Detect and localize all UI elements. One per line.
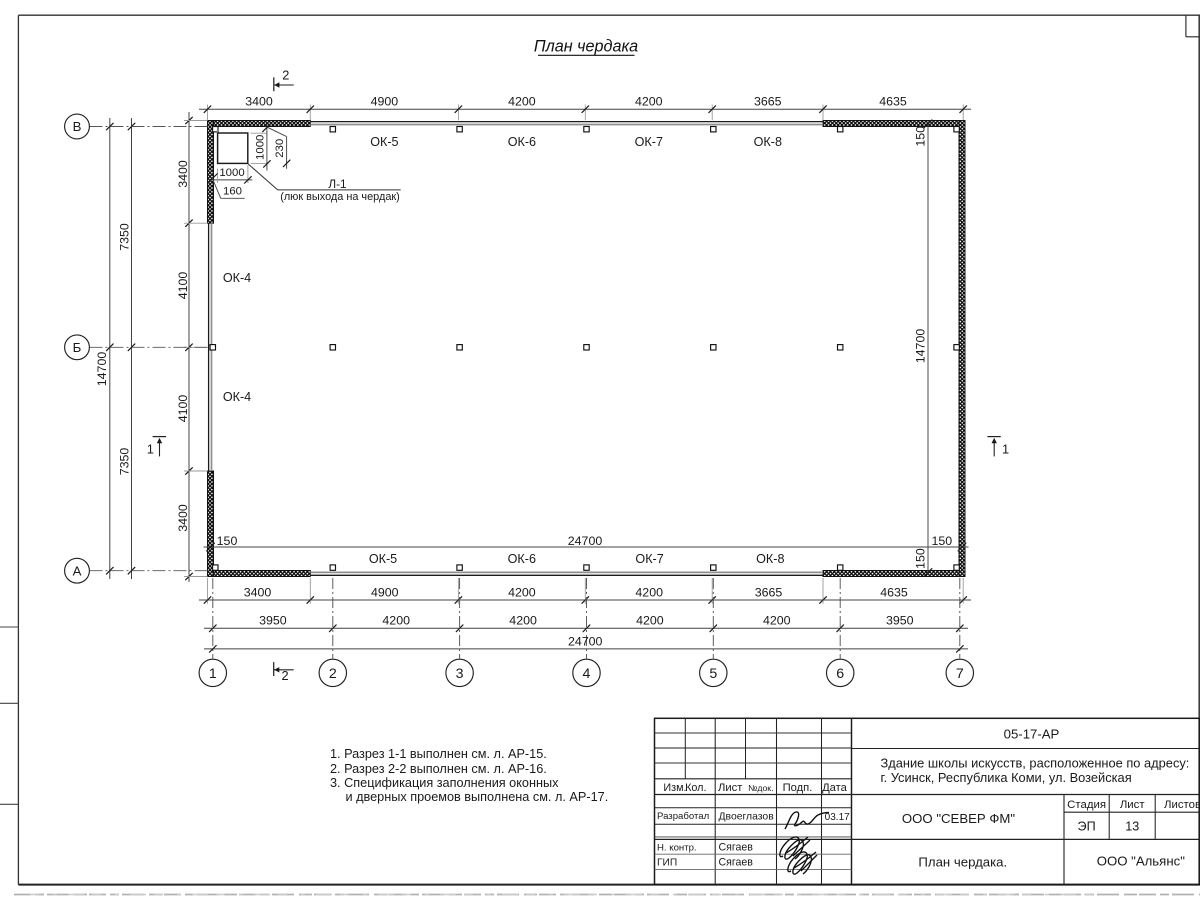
svg-text:1000: 1000 [254,135,266,160]
svg-text:А: А [73,563,82,578]
svg-text:№док.: №док. [748,783,773,793]
svg-text:1: 1 [209,666,217,682]
svg-text:4200: 4200 [508,585,536,599]
svg-text:14700: 14700 [913,329,927,364]
svg-text:ОК-6: ОК-6 [508,552,536,566]
svg-text:2: 2 [281,668,288,683]
svg-text:ООО "Альянс": ООО "Альянс" [1097,854,1185,869]
svg-text:3950: 3950 [886,614,914,628]
svg-text:Кол.: Кол. [685,782,706,794]
svg-text:4200: 4200 [763,614,791,628]
svg-text:2: 2 [329,666,337,682]
svg-text:160: 160 [223,185,242,197]
svg-text:(люк выхода на чердак): (люк выхода на чердак) [280,191,400,203]
svg-text:4200: 4200 [509,614,537,628]
svg-text:4200: 4200 [635,95,663,109]
svg-text:230: 230 [274,139,286,158]
svg-text:1000: 1000 [219,167,244,179]
svg-text:4200: 4200 [635,585,663,599]
svg-text:Здание школы искусств, располо: Здание школы искусств, расположенное по … [881,756,1190,771]
svg-text:1. Разрез 1-1 выполнен см. л.: 1. Разрез 1-1 выполнен см. л. АР-15. [330,747,547,761]
svg-text:Двоеглазов: Двоеглазов [719,811,775,822]
svg-text:3400: 3400 [245,95,273,109]
svg-text:Б: Б [73,340,82,355]
svg-text:4100: 4100 [176,395,190,423]
svg-text:3400: 3400 [176,160,190,188]
svg-text:ОК-4: ОК-4 [223,271,251,285]
svg-text:150: 150 [913,548,927,569]
svg-text:ОК-5: ОК-5 [370,135,398,149]
svg-text:13: 13 [1125,819,1139,833]
svg-text:4200: 4200 [636,614,664,628]
svg-text:ОК-4: ОК-4 [223,390,251,404]
svg-text:3: 3 [456,666,464,682]
svg-text:План чердака.: План чердака. [918,854,1007,869]
svg-text:4635: 4635 [880,585,908,599]
svg-text:4: 4 [583,666,591,682]
svg-text:6: 6 [836,666,844,682]
svg-text:ОК-7: ОК-7 [635,135,663,149]
svg-text:4100: 4100 [176,272,190,300]
svg-text:24700: 24700 [568,534,603,548]
svg-text:7: 7 [956,666,964,682]
svg-text:2: 2 [282,67,289,82]
svg-text:05-17-АР: 05-17-АР [1004,726,1060,741]
svg-text:ОК-6: ОК-6 [508,135,536,149]
svg-text:Н. контр.: Н. контр. [657,842,697,853]
svg-text:и дверных проемов выполнена см: и дверных проемов выполнена см. л. АР-17… [346,790,609,804]
svg-text:3. Спецификация заполнения око: 3. Спецификация заполнения оконных [330,776,559,790]
svg-text:Стадия: Стадия [1067,799,1106,811]
svg-text:ГИП: ГИП [657,858,677,869]
svg-text:Дата: Дата [822,782,848,794]
svg-text:ОК-5: ОК-5 [369,552,397,566]
svg-text:Листов: Листов [1164,799,1200,811]
svg-text:ОК-7: ОК-7 [635,552,663,566]
svg-text:2. Разрез 2-2 выполнен см. л.: 2. Разрез 2-2 выполнен см. л. АР-16. [330,762,547,776]
svg-text:03.17: 03.17 [825,812,850,823]
svg-text:5: 5 [709,666,717,682]
svg-text:3400: 3400 [176,504,190,532]
svg-text:Подп.: Подп. [783,782,813,794]
svg-text:ОК-8: ОК-8 [756,552,784,566]
svg-text:150: 150 [931,534,952,548]
svg-text:1: 1 [147,442,154,457]
svg-text:Л-1: Л-1 [328,177,346,191]
svg-text:4635: 4635 [879,95,907,109]
svg-text:24700: 24700 [568,634,603,648]
svg-text:3665: 3665 [755,585,783,599]
svg-text:Изм.: Изм. [663,782,686,794]
svg-text:Лист: Лист [718,782,742,794]
svg-text:Сягаев: Сягаев [719,857,754,869]
svg-text:4900: 4900 [371,585,399,599]
svg-text:ЭП: ЭП [1078,819,1096,833]
svg-text:4200: 4200 [508,95,536,109]
svg-text:14700: 14700 [95,352,109,387]
svg-text:1: 1 [1002,442,1009,457]
svg-text:3400: 3400 [244,585,272,599]
svg-text:3950: 3950 [259,614,287,628]
svg-text:4900: 4900 [371,95,399,109]
svg-text:150: 150 [217,534,238,548]
svg-text:Лист: Лист [1120,799,1146,811]
svg-text:Разработал: Разработал [657,811,709,822]
svg-text:г. Усинск, Республика Коми, ул: г. Усинск, Республика Коми, ул. Возейска… [881,770,1132,785]
svg-text:4200: 4200 [382,614,410,628]
svg-text:Сягаев: Сягаев [719,842,754,854]
svg-text:7350: 7350 [118,448,132,476]
svg-text:ООО "СЕВЕР ФМ": ООО "СЕВЕР ФМ" [902,811,1016,826]
svg-text:3665: 3665 [754,95,782,109]
svg-text:План чердака: План чердака [534,38,638,56]
svg-text:150: 150 [913,126,927,147]
svg-text:ОК-8: ОК-8 [754,135,782,149]
svg-text:В: В [73,119,82,134]
svg-text:7350: 7350 [118,223,132,251]
